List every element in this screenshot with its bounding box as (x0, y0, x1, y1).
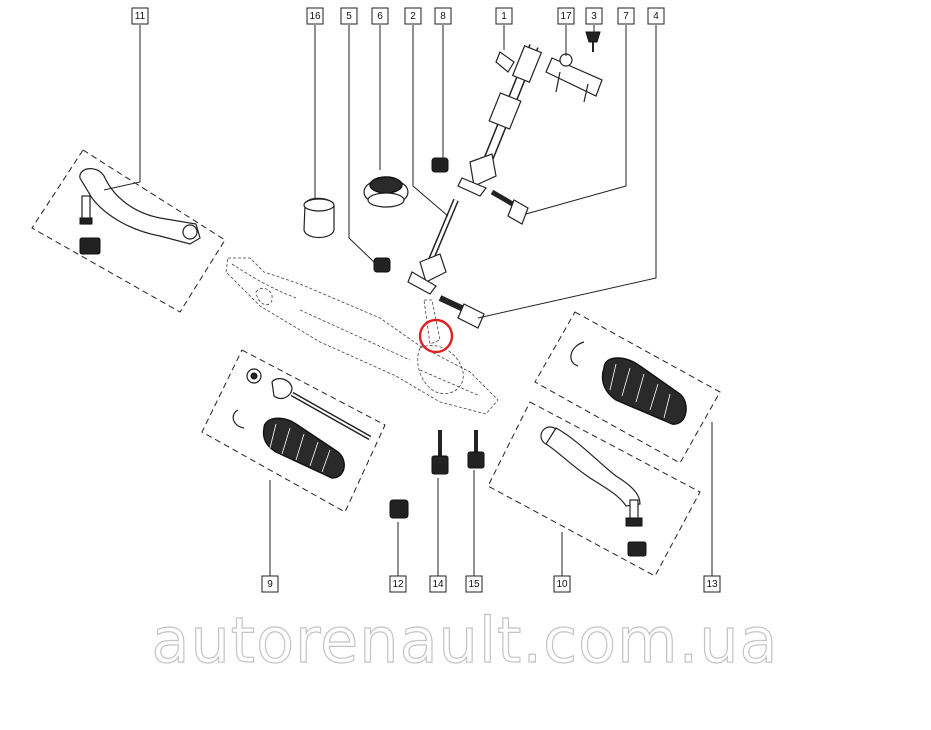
highlight-circle (418, 318, 454, 354)
spacer-5 (373, 257, 391, 273)
group-outline-10 (487, 401, 701, 577)
bracket-17 (545, 53, 603, 103)
watermark: autorenault.com.ua (151, 604, 778, 677)
group-outline-11 (31, 149, 226, 313)
callout-17: 17 (557, 7, 575, 25)
clip-3 (585, 31, 601, 52)
callout-label: 7 (623, 11, 629, 22)
callout-label: 12 (392, 579, 404, 590)
group-outline-13 (534, 311, 721, 464)
callout-label: 11 (135, 11, 146, 22)
callout-14: 14 (429, 575, 447, 593)
callout-7: 7 (617, 7, 635, 25)
steering-column-1 (457, 44, 543, 197)
mounting-bolt-14 (431, 430, 449, 475)
callout-11: 11 (131, 7, 149, 25)
callout-label: 17 (560, 11, 572, 22)
callout-13: 13 (703, 575, 721, 593)
nut-12 (389, 499, 409, 519)
bolt-4 (438, 295, 485, 329)
callout-label: 1 (501, 11, 507, 22)
callout-label: 5 (346, 11, 352, 22)
tie-rod-end-left (79, 168, 201, 255)
callout-6: 6 (371, 7, 389, 25)
callout-label: 3 (591, 11, 597, 22)
callout-label: 16 (309, 11, 321, 22)
bolt-7 (490, 189, 529, 225)
callout-10: 10 (553, 575, 571, 593)
callout-8: 8 (434, 7, 452, 25)
callout-5: 5 (340, 7, 358, 25)
callout-label: 13 (706, 579, 718, 590)
callout-1: 1 (495, 7, 513, 25)
callout-16: 16 (306, 7, 324, 25)
callout-2: 2 (404, 7, 422, 25)
leader-lines (103, 25, 713, 576)
callout-label: 6 (377, 11, 383, 22)
callout-15: 15 (465, 575, 483, 593)
callout-label: 4 (653, 11, 659, 22)
callout-4: 4 (647, 7, 665, 25)
callout-label: 9 (267, 579, 273, 590)
tie-rod-end-right (540, 426, 647, 557)
callout-label: 10 (556, 579, 568, 590)
callout-3: 3 (585, 7, 603, 25)
intermediate-shaft-2 (407, 198, 459, 295)
inner-tie-rod-boot-left (232, 368, 372, 479)
callout-label: 8 (440, 11, 446, 22)
callout-label: 15 (468, 579, 480, 590)
callout-label: 2 (410, 11, 416, 22)
group-outline-9 (201, 349, 386, 513)
callout-9: 9 (261, 575, 279, 593)
boot-seal-6 (363, 176, 409, 208)
mounting-bolt-15 (467, 430, 485, 469)
boot-right-13 (570, 341, 687, 425)
steering-rack-housing (225, 257, 499, 415)
spacer-8 (431, 157, 449, 173)
callout-12: 12 (389, 575, 407, 593)
callout-label: 14 (432, 579, 444, 590)
